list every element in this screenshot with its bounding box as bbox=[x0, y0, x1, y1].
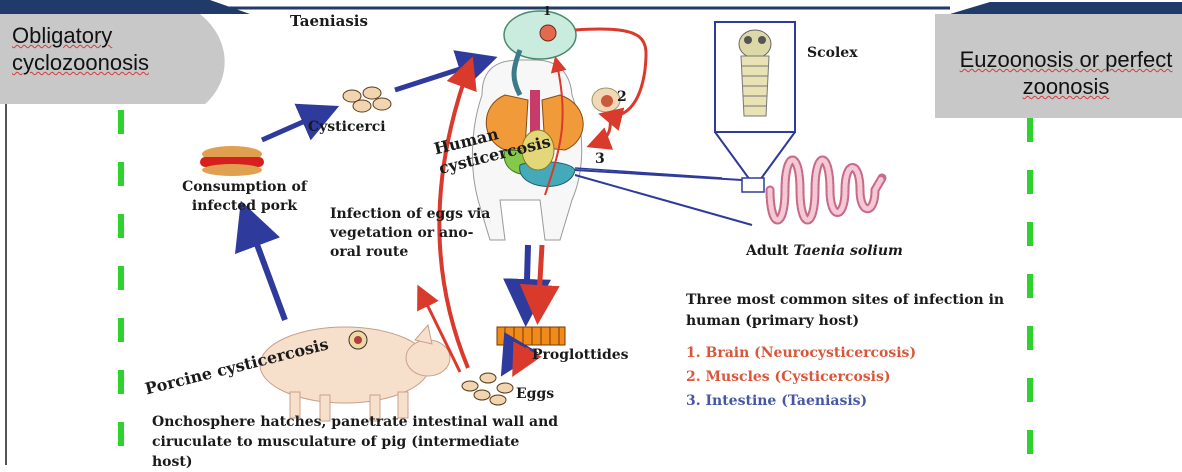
right-header-title: Euzoonosis or perfect zoonosis bbox=[950, 46, 1182, 100]
label-number-2: 2 bbox=[617, 88, 627, 107]
label-scolex: Scolex bbox=[807, 44, 858, 63]
site-item-brain: 1. Brain (Neurocysticercosis) bbox=[686, 343, 916, 364]
label-adult-species: Taenia solium bbox=[794, 243, 903, 259]
label-number-3: 3 bbox=[595, 150, 605, 169]
proglottides-image bbox=[497, 327, 565, 345]
pointer-line-2 bbox=[575, 175, 752, 225]
muscle-cyst bbox=[601, 95, 613, 107]
red-arrow-muscle-loop bbox=[592, 118, 610, 145]
site-item-muscles: 2. Muscles (Cysticercosis) bbox=[686, 367, 891, 388]
label-adult-prefix: Adult bbox=[746, 243, 794, 259]
site-item-intestine: 3. Intestine (Taeniasis) bbox=[686, 391, 867, 412]
label-number-1: 1 bbox=[543, 2, 551, 21]
scolex-marker bbox=[742, 178, 764, 192]
eggs-image bbox=[462, 373, 513, 405]
brain-cyst bbox=[540, 25, 556, 41]
label-eggs: Eggs bbox=[516, 385, 554, 404]
label-onchosphere: Onchosphere hatches, panetrate intestina… bbox=[152, 412, 562, 472]
pig-image bbox=[260, 325, 450, 421]
arrow-proglottides-to-eggs-blue bbox=[506, 348, 518, 368]
arrow-human-to-proglottides-blue bbox=[526, 245, 528, 315]
right-header-text: Euzoonosis or perfect zoonosis bbox=[960, 47, 1173, 99]
arrow-cysticerci-to-human bbox=[395, 60, 488, 90]
scolex-image bbox=[739, 30, 771, 116]
label-infection: Infection of eggs via vegetation or ano-… bbox=[330, 205, 500, 262]
label-cysticerci: Cysticerci bbox=[308, 118, 386, 137]
left-header-text: Obligatory cyclozoonosis bbox=[12, 23, 149, 75]
cysticerci-image bbox=[343, 87, 391, 112]
arrow-pig-to-pork bbox=[245, 212, 285, 320]
sites-heading: Three most common sites of infection in … bbox=[686, 290, 1046, 332]
pointer-line-1 bbox=[575, 170, 742, 180]
pointer-line-3 bbox=[575, 168, 722, 178]
pork-burger-image bbox=[200, 146, 264, 176]
left-navy-band bbox=[0, 0, 250, 14]
label-consumption: Consumption of infected pork bbox=[157, 178, 332, 216]
label-proglottides: Proglottides bbox=[532, 346, 629, 365]
label-taeniasis: Taeniasis bbox=[290, 12, 368, 31]
left-header-title: Obligatory cyclozoonosis bbox=[12, 22, 212, 76]
arrow-human-to-proglottides-red bbox=[538, 245, 542, 315]
right-navy-band bbox=[950, 2, 1182, 14]
label-adult: Adult Taenia solium bbox=[746, 242, 903, 261]
